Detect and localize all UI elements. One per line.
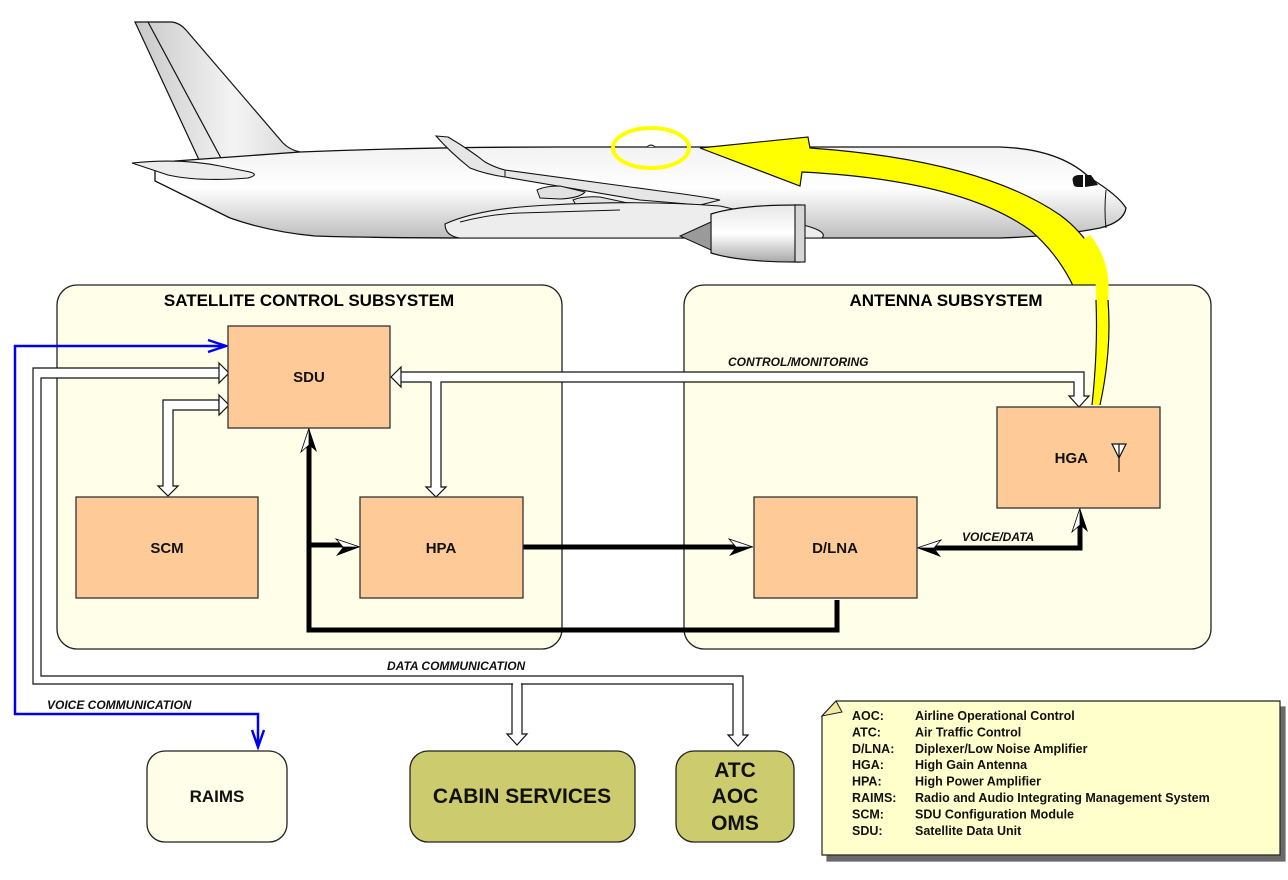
legend-abbreviation: HPA: — [852, 775, 882, 789]
antenna-icon — [1111, 443, 1127, 472]
antenna-location-highlight — [611, 126, 691, 170]
sdu-label: SDU — [293, 369, 325, 386]
hga-label: HGA — [1055, 450, 1089, 467]
legend-item: SCM: SDU Configuration Module — [852, 807, 1074, 821]
scm-label: SCM — [150, 540, 183, 557]
raims-box[interactable]: RAIMS — [146, 750, 288, 843]
voice-data-label: VOICE/DATA — [962, 530, 1034, 544]
dlna-box[interactable]: D/LNA — [753, 496, 918, 599]
data-communication-bus — [32, 361, 750, 747]
aircraft-illustration — [131, 21, 1127, 263]
oms-label: OMS — [711, 812, 759, 835]
legend-definition: High Gain Antenna — [915, 758, 1028, 772]
legend-abbreviation: ATC: — [852, 725, 881, 739]
hga-box[interactable]: HGA — [996, 406, 1161, 509]
cabin-services-box[interactable]: CABIN SERVICES — [409, 750, 636, 843]
legend-item: AOC: Airline Operational Control — [852, 709, 1075, 723]
rf-signal-paths — [306, 440, 1083, 633]
sdu-scm-link — [156, 393, 230, 497]
legend-item: HGA: High Gain Antenna — [852, 758, 1028, 772]
legend-abbreviation: HGA: — [852, 758, 884, 772]
legend-item: ATC: Air Traffic Control — [852, 725, 1021, 739]
antenna-subsystem-title: ANTENNA SUBSYSTEM — [850, 291, 1043, 310]
cockpit-windows — [1072, 175, 1098, 187]
legend-definition: SDU Configuration Module — [915, 807, 1074, 821]
dlna-label: D/LNA — [812, 540, 858, 557]
atc-label: ATC — [714, 759, 756, 782]
legend-item: SDU: Satellite Data Unit — [852, 824, 1022, 838]
voice-communication-line — [13, 338, 266, 751]
control-monitoring-bus — [390, 365, 1091, 498]
legend-abbreviation: SCM: — [852, 807, 884, 821]
legend-definition: Airline Operational Control — [915, 709, 1075, 723]
legend-definition: Air Traffic Control — [915, 725, 1021, 739]
hpa-label: HPA — [426, 540, 457, 557]
legend-item: RAIMS: Radio and Audio Integrating Manage… — [852, 791, 1210, 805]
aircraft-engine — [678, 204, 806, 263]
legend-definition: Diplexer/Low Noise Amplifier — [915, 742, 1088, 756]
control-monitoring-label: CONTROL/MONITORING — [728, 355, 868, 369]
aoc-label: AOC — [712, 785, 759, 808]
legend-definition: Radio and Audio Integrating Management S… — [915, 791, 1210, 805]
aircraft-wing — [434, 135, 721, 206]
legend-abbreviation: RAIMS: — [852, 791, 896, 805]
legend-item: D/LNA: Diplexer/Low Noise Amplifier — [852, 742, 1088, 756]
rf-arrowheads — [300, 427, 1088, 557]
legend-definition: Satellite Data Unit — [915, 824, 1022, 838]
data-communication-label: DATA COMMUNICATION — [387, 659, 526, 673]
legend-abbreviation: AOC: — [852, 709, 884, 723]
legend-definition: High Power Amplifier — [915, 775, 1041, 789]
legend-abbreviation: D/LNA: — [852, 742, 894, 756]
satellite-control-subsystem-title: SATELLITE CONTROL SUBSYSTEM — [164, 291, 454, 310]
hpa-box[interactable]: HPA — [359, 496, 524, 599]
aircraft-tail — [134, 21, 301, 163]
voice-communication-label: VOICE COMMUNICATION — [47, 698, 192, 712]
raims-label: RAIMS — [190, 787, 245, 806]
legend-abbreviation: SDU: — [852, 824, 883, 838]
cabin-services-label: CABIN SERVICES — [433, 785, 611, 808]
sdu-box[interactable]: SDU — [227, 325, 391, 429]
scm-box[interactable]: SCM — [75, 496, 259, 599]
legend-item: HPA: High Power Amplifier — [852, 775, 1041, 789]
atc-aoc-oms-box[interactable]: ATC AOC OMS — [675, 750, 795, 843]
